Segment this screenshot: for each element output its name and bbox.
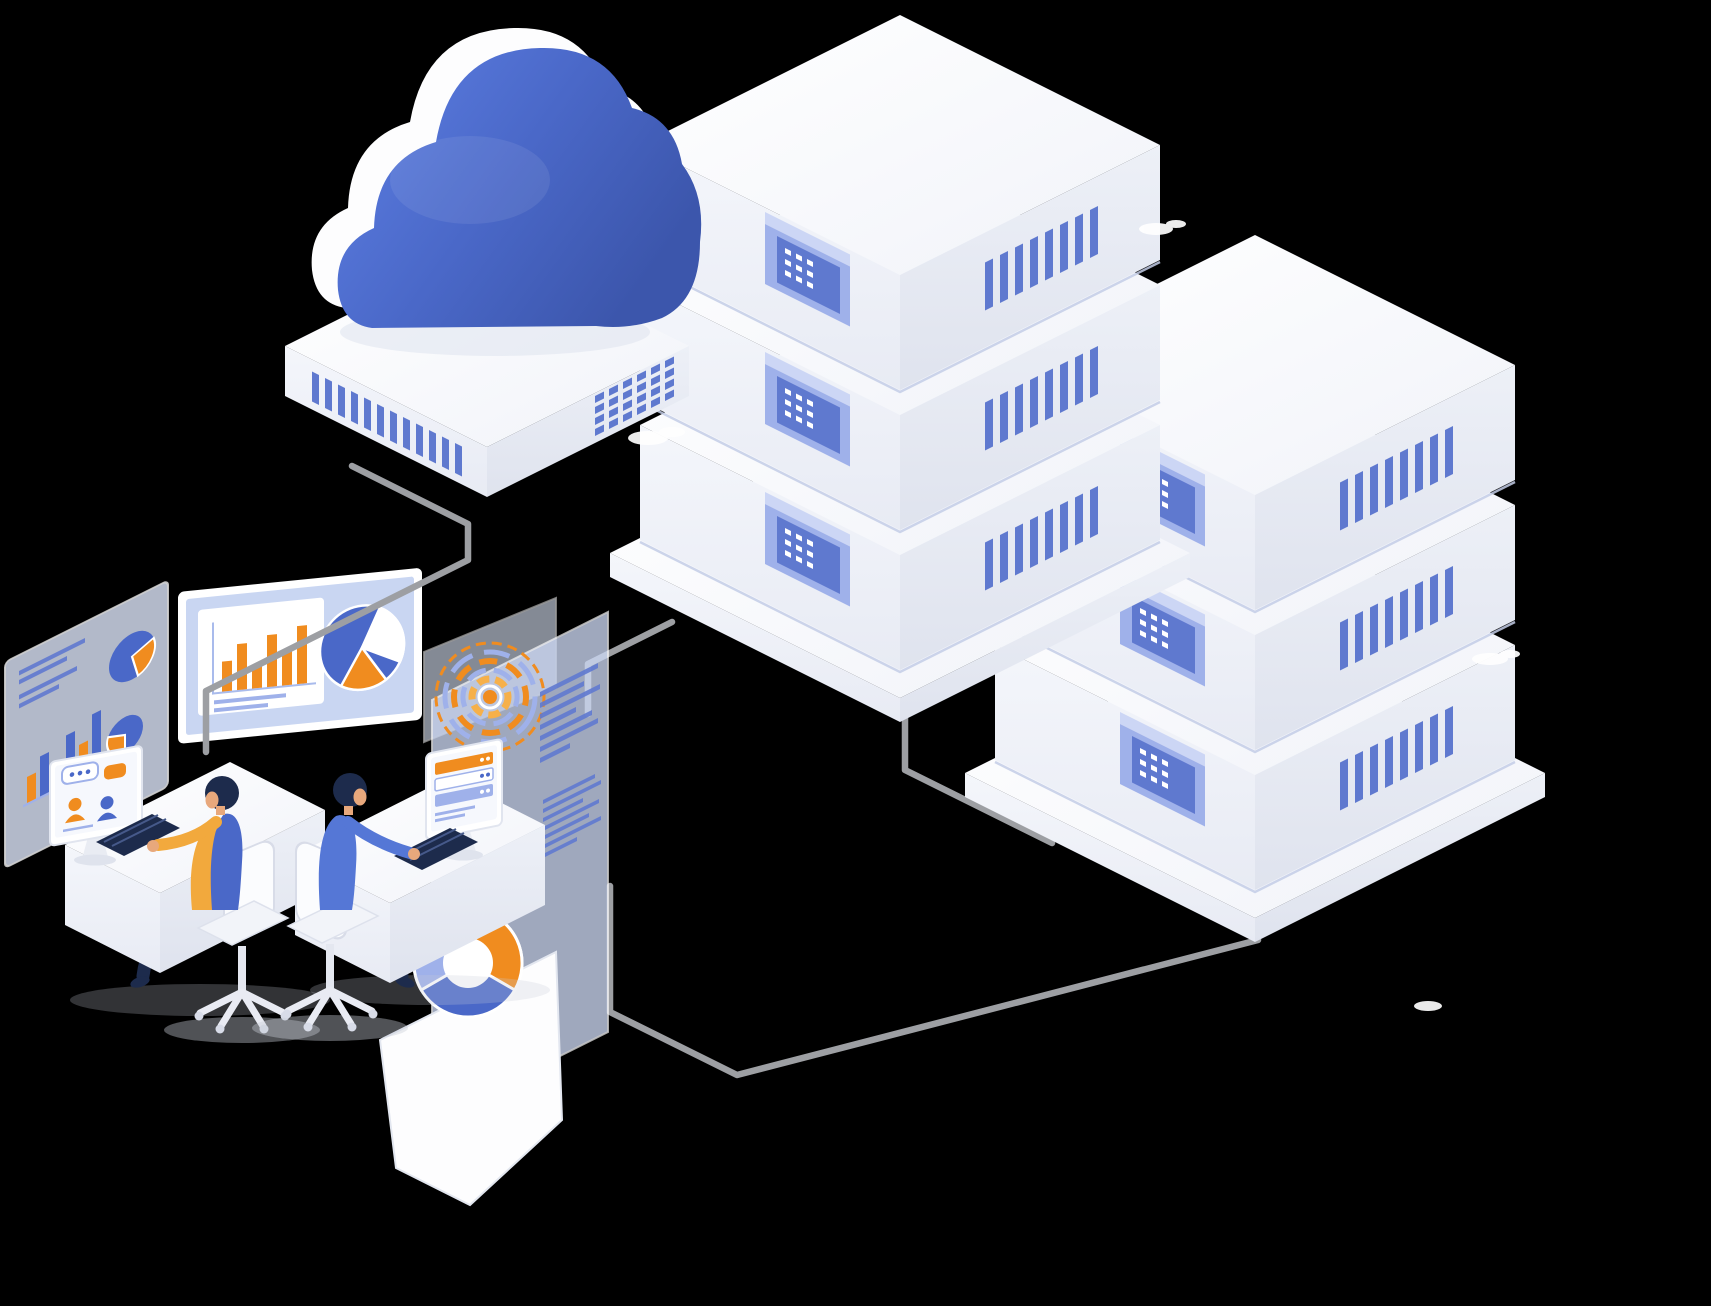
chair-pole <box>326 944 334 988</box>
pie-slice-orange <box>339 645 388 692</box>
cloud-icon <box>337 47 702 328</box>
analyst-left <box>147 776 243 910</box>
dashboard-panel-center <box>178 568 422 744</box>
analyst-right-neck <box>344 806 353 815</box>
monitor-base <box>74 854 116 866</box>
analyst-right-hand <box>408 848 420 860</box>
keyboard-left <box>96 814 180 856</box>
chair-base <box>196 988 288 1030</box>
bar <box>237 643 247 691</box>
monitor-right <box>425 738 503 861</box>
mini-pie-chart-1 <box>109 630 156 683</box>
list-row <box>435 751 493 775</box>
chair-shadow <box>164 1017 320 1043</box>
text-lines <box>19 638 85 709</box>
text-lines <box>214 693 286 713</box>
pie-slice-white <box>360 606 406 664</box>
shoe <box>395 976 415 988</box>
server-rack-middle <box>610 15 1190 722</box>
chair-base <box>284 986 376 1028</box>
user-avatar-icon <box>100 796 114 810</box>
list-row <box>435 783 493 807</box>
bar <box>282 648 292 686</box>
chat-screen-content <box>61 761 126 833</box>
bar-chart <box>212 622 316 695</box>
desk-shadow <box>310 975 550 1005</box>
cloud-gateway-unit <box>285 27 702 497</box>
x-axis <box>212 682 316 695</box>
connection-line-workstation-to-rack-right <box>606 882 1262 1079</box>
cloud-highlight <box>390 136 550 224</box>
analyst-left-face <box>205 791 219 809</box>
analyst-right-arm <box>342 816 416 859</box>
analyst-left-hand <box>147 840 159 852</box>
cloud-wisps <box>628 220 1520 1011</box>
keyboard-keys <box>103 814 167 847</box>
analyst-left-neck <box>216 806 225 815</box>
analyst-right-shirt <box>318 815 357 910</box>
server-door-panels <box>765 212 850 607</box>
speech-bubble-orange-icon <box>104 763 126 780</box>
document-text-lines-top <box>540 663 600 763</box>
chair-shadow <box>252 1015 408 1041</box>
analyst-station-right <box>252 738 550 1041</box>
chair-pole <box>238 946 246 990</box>
office-chair-left <box>164 840 320 1043</box>
document-text-lines-bottom <box>543 774 601 858</box>
bar <box>40 752 49 797</box>
donut-hole <box>443 938 493 988</box>
analyst-left-arm <box>152 816 222 851</box>
connection-line-rack-middle-to-rack-right <box>901 710 1056 847</box>
analyst-station-left <box>49 745 330 1043</box>
shoe <box>130 976 150 988</box>
white-page <box>378 950 564 1207</box>
monitor-left <box>49 745 143 866</box>
list-row <box>434 767 494 792</box>
connection-line-cloud-to-workstation <box>202 462 472 756</box>
server-list-screen-content <box>434 751 494 823</box>
analyst-right-face <box>353 788 367 806</box>
radial-target-chart <box>434 641 546 753</box>
desk-shadow <box>70 984 330 1016</box>
monitoring-workstation <box>4 462 609 1207</box>
bar <box>297 625 307 685</box>
analyst-right <box>318 773 420 910</box>
user-avatar-icon <box>68 797 82 812</box>
y-axis <box>212 622 214 695</box>
analyst-left-vest <box>210 813 243 910</box>
bar <box>27 772 36 803</box>
